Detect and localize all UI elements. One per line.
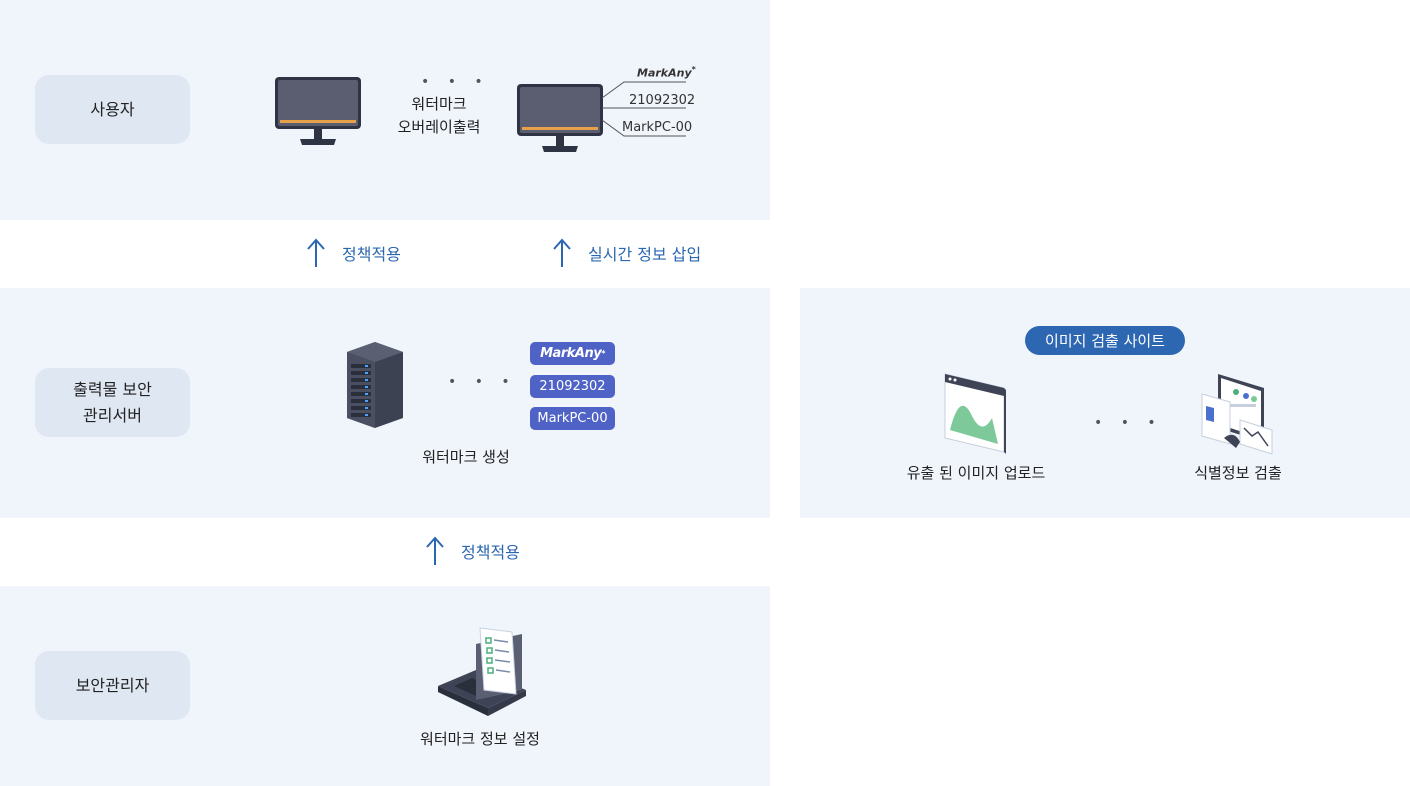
arrow-up-icon	[426, 536, 444, 565]
dashboard-icon	[1200, 372, 1276, 460]
user-dots: • • •	[421, 74, 490, 90]
arrow-policy-bottom: 정책적용	[425, 536, 520, 566]
arrow-policy-top: 정책적용	[306, 238, 401, 268]
arrow-realtime-label: 실시간 정보 삽입	[588, 245, 702, 264]
server-caption: 워터마크 생성	[422, 448, 510, 466]
logo-asterisk: *	[691, 65, 696, 74]
browser-chart-icon	[942, 370, 1008, 458]
watermark-label-id: 21092302	[629, 93, 696, 108]
watermark-label-pc: MarkPC-00	[622, 120, 693, 135]
role-server: 출력물 보안 관리서버	[35, 368, 190, 437]
detection-site-title: 이미지 검출 사이트	[1025, 326, 1185, 355]
tag-pc: MarkPC-00	[530, 407, 615, 430]
upload-caption: 유출 된 이미지 업로드	[906, 464, 1046, 482]
arrow-up-icon	[307, 238, 325, 267]
arrow-policy-bottom-label: 정책적용	[461, 543, 520, 562]
watermark-leader-lines	[601, 81, 686, 137]
detection-dots: • • •	[1094, 415, 1163, 431]
server-rack-icon	[345, 340, 405, 434]
server-dots: • • •	[448, 374, 517, 390]
arrow-policy-top-label: 정책적용	[342, 245, 401, 264]
monitor-icon	[274, 76, 362, 152]
role-admin: 보안관리자	[35, 651, 190, 720]
watermark-label-logo: MarkAny*	[637, 65, 696, 80]
monitor-watermarked-icon	[516, 83, 604, 159]
logo-asterisk: *	[601, 349, 605, 358]
role-user: 사용자	[35, 75, 190, 144]
overlay-caption: 워터마크 오버레이출력	[397, 95, 481, 136]
tag-logo: MarkAny*	[530, 342, 615, 365]
admin-caption: 워터마크 정보 설정	[420, 730, 540, 748]
tag-id: 21092302	[530, 375, 615, 398]
arrow-realtime: 실시간 정보 삽입	[552, 238, 701, 268]
arrow-up-icon	[553, 238, 571, 267]
laptop-document-icon	[436, 624, 528, 722]
detect-caption: 식별정보 검출	[1194, 464, 1282, 482]
